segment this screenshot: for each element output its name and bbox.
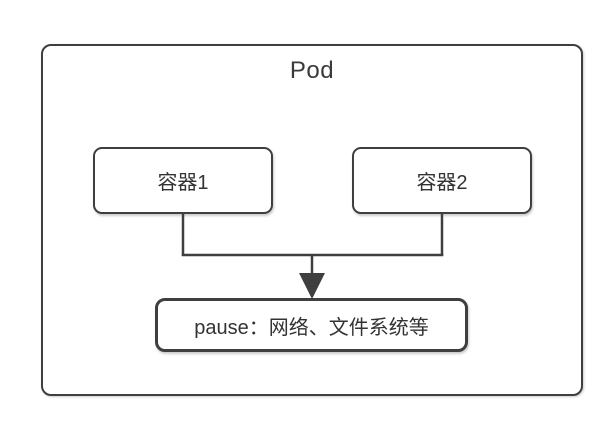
node-pause: pause：网络、文件系统等 — [155, 298, 468, 352]
node-pause-label: pause：网络、文件系统等 — [194, 316, 429, 339]
node-container2-label: 容器2 — [416, 172, 468, 194]
node-container1-label: 容器1 — [157, 172, 209, 194]
pod-title: Pod — [289, 57, 335, 84]
node-container2: 容器2 — [352, 147, 532, 214]
node-container1: 容器1 — [93, 147, 273, 214]
